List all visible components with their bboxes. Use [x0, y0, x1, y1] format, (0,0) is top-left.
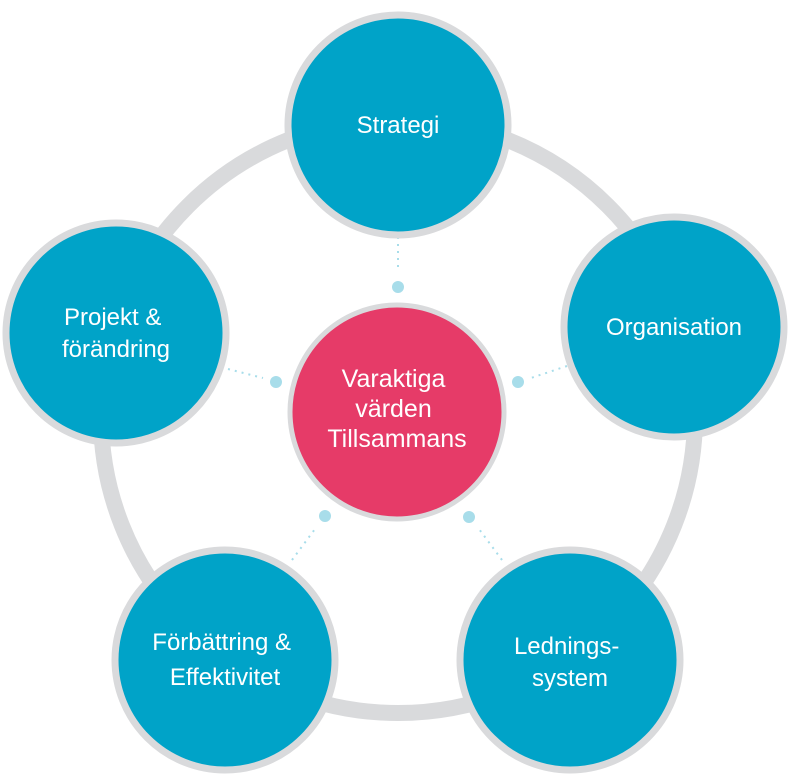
connectors: [227, 237, 568, 561]
node-forbattring-line: Förbättring &: [152, 629, 291, 656]
node-ledningssystem-label: Lednings- system: [514, 633, 626, 692]
node-organisation: Organisation: [560, 213, 788, 441]
connector-strategi: [392, 237, 404, 293]
connector-forbattring: [291, 510, 331, 561]
node-organisation-circle: [560, 213, 788, 441]
node-ledningssystem-line: system: [532, 665, 608, 692]
node-projekt-line: Projekt &: [64, 304, 161, 331]
node-organisation-line: Organisation: [606, 314, 742, 341]
node-strategi-line: Strategi: [357, 112, 440, 139]
node-projekt-label: Projekt & förändring: [62, 304, 170, 363]
center-line: Tillsammans: [327, 425, 466, 453]
node-forbattring-line: Effektivitet: [170, 664, 281, 691]
connector-dot: [270, 376, 282, 388]
connector-ledningssystem: [463, 511, 503, 561]
node-ledningssystem: Lednings- system: [456, 546, 684, 774]
node-forbattring-label: Förbättring & Effektivitet: [152, 629, 297, 691]
center-circle: [287, 302, 507, 522]
center-node: Varaktiga värden Tillsammans: [287, 302, 507, 522]
node-forbattring-circle: [111, 546, 339, 774]
center-label: Varaktiga värden Tillsammans: [327, 365, 466, 453]
node-organisation-label: Organisation: [606, 314, 742, 341]
connector-dot: [319, 510, 331, 522]
center-line: Varaktiga: [342, 365, 446, 393]
center-line: värden: [355, 395, 431, 423]
node-projekt-line: förändring: [62, 336, 170, 363]
connector-organisation: [512, 365, 568, 388]
node-strategi-label: Strategi: [357, 112, 440, 139]
connector-dot: [392, 281, 404, 293]
node-projekt-circle: [2, 219, 230, 447]
node-strategi-circle: [284, 11, 512, 239]
connector-dot: [512, 376, 524, 388]
node-forbattring: Förbättring & Effektivitet: [111, 546, 339, 774]
node-ledningssystem-line: Lednings-: [514, 633, 619, 660]
node-strategi: Strategi: [284, 11, 512, 239]
connector-projekt: [227, 368, 282, 388]
connector-dot: [463, 511, 475, 523]
node-projekt: Projekt & förändring: [2, 219, 230, 447]
node-ledningssystem-circle: [456, 546, 684, 774]
